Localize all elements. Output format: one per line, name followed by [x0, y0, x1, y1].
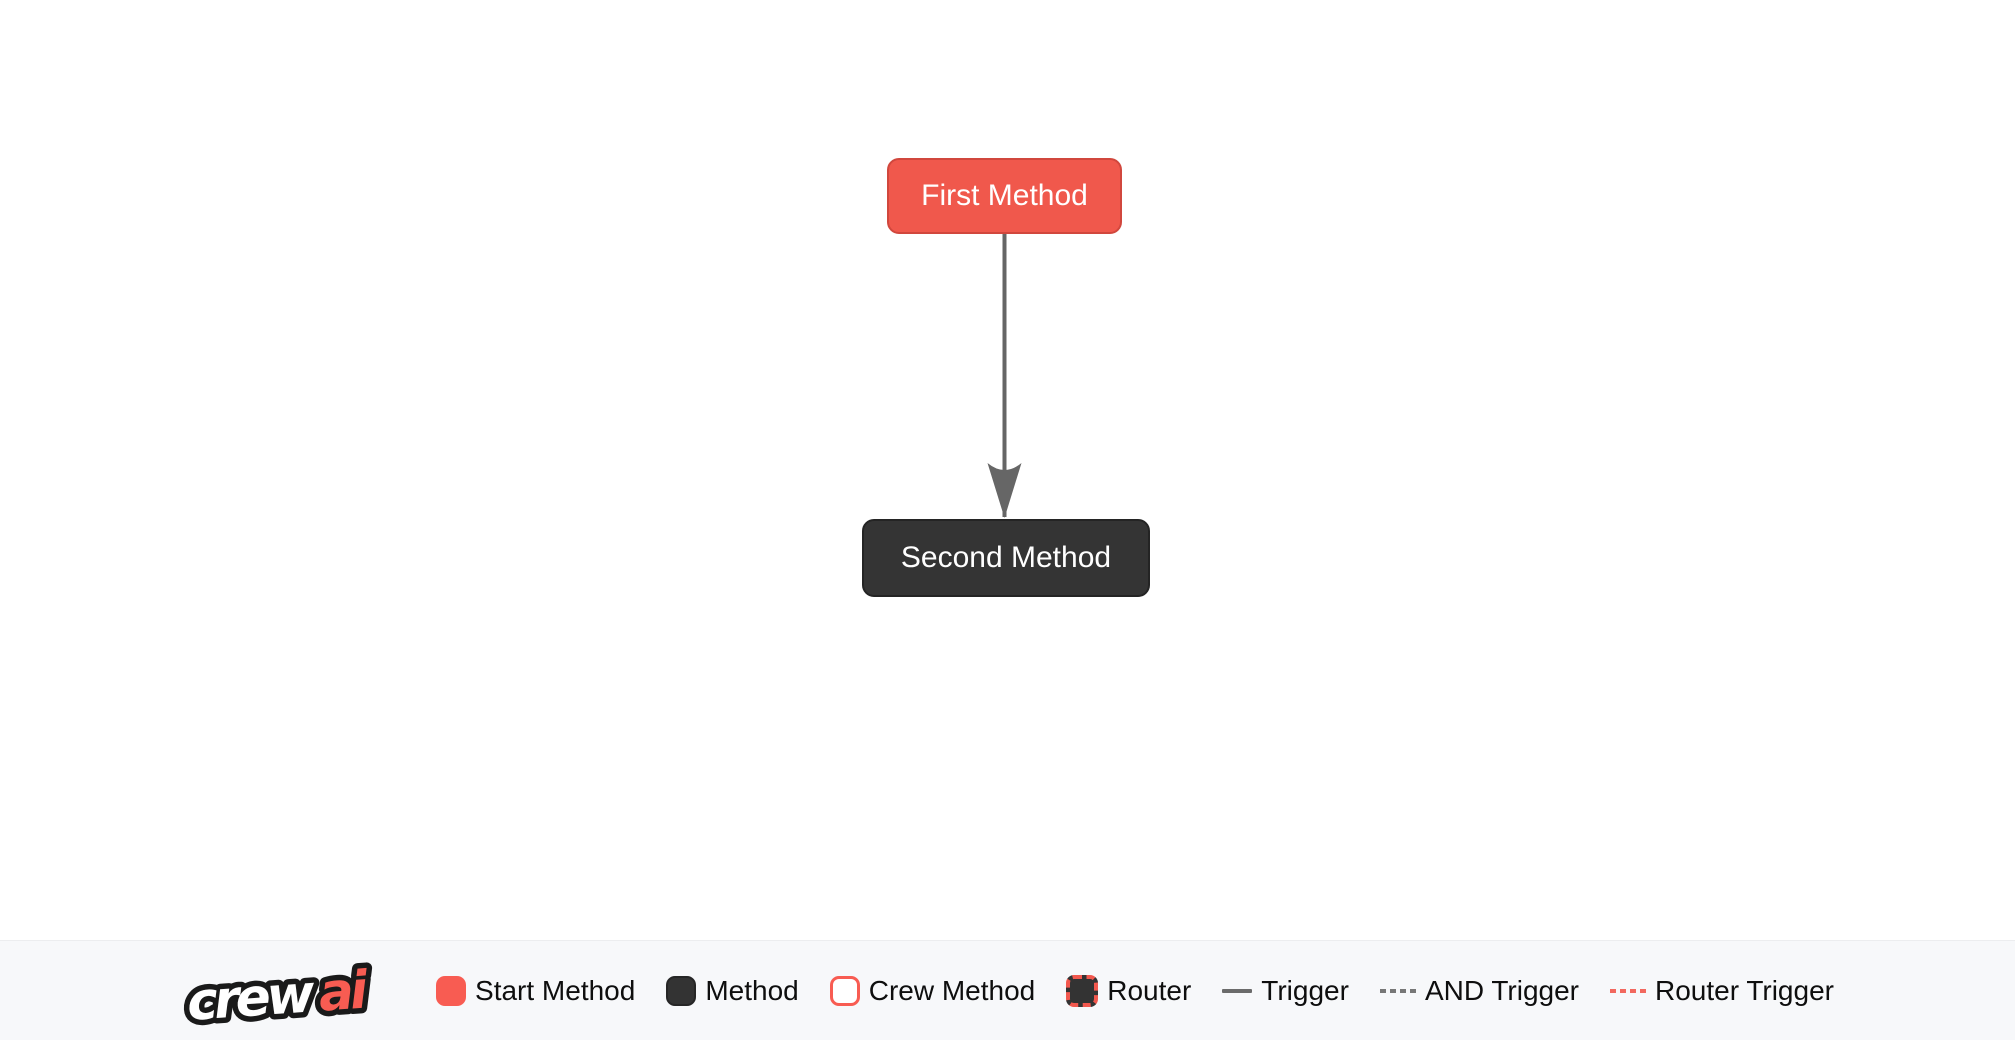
node-second-method[interactable]: Second Method	[862, 519, 1150, 597]
edge-layer	[987, 234, 1022, 518]
legend-label: Start Method	[475, 974, 636, 1006]
legend-label: Trigger	[1261, 974, 1349, 1006]
method-swatch-icon	[666, 975, 697, 1006]
flow-canvas[interactable]: First Method Second Method	[0, 0, 2015, 940]
router-trigger-line-icon	[1610, 988, 1646, 993]
legend-item-start-method: Start Method	[436, 975, 635, 1007]
arrowhead-icon	[987, 463, 1022, 518]
legend-label: Method	[705, 974, 799, 1006]
legend-label: Crew Method	[868, 974, 1036, 1006]
legend-bar: crew ai Start Method Method Crew Method …	[0, 940, 2015, 1040]
legend-item-router-trigger: Router Trigger	[1610, 975, 1834, 1007]
node-label: Second Method	[900, 541, 1112, 574]
start-method-swatch-icon	[436, 975, 467, 1006]
crew-method-swatch-icon	[829, 975, 860, 1006]
node-first-method[interactable]: First Method	[887, 158, 1122, 234]
legend-item-crew-method: Crew Method	[829, 974, 1036, 1007]
and-trigger-line-icon	[1379, 988, 1416, 993]
router-swatch-icon	[1066, 974, 1099, 1007]
legend-item-router: Router	[1066, 974, 1192, 1007]
logo-text-crew: crew	[185, 964, 318, 1029]
logo-text-ai: ai	[317, 960, 371, 1023]
crewai-logo: crew ai	[181, 954, 376, 1029]
legend-label: Router	[1107, 974, 1192, 1006]
trigger-line-icon	[1222, 988, 1253, 993]
legend-label: AND Trigger	[1424, 974, 1579, 1006]
legend-item-and-trigger: AND Trigger	[1379, 974, 1579, 1007]
legend-item-method: Method	[666, 974, 799, 1007]
legend-item-trigger: Trigger	[1222, 975, 1349, 1007]
node-label: First Method	[921, 179, 1088, 212]
legend-label: Router Trigger	[1655, 974, 1834, 1006]
